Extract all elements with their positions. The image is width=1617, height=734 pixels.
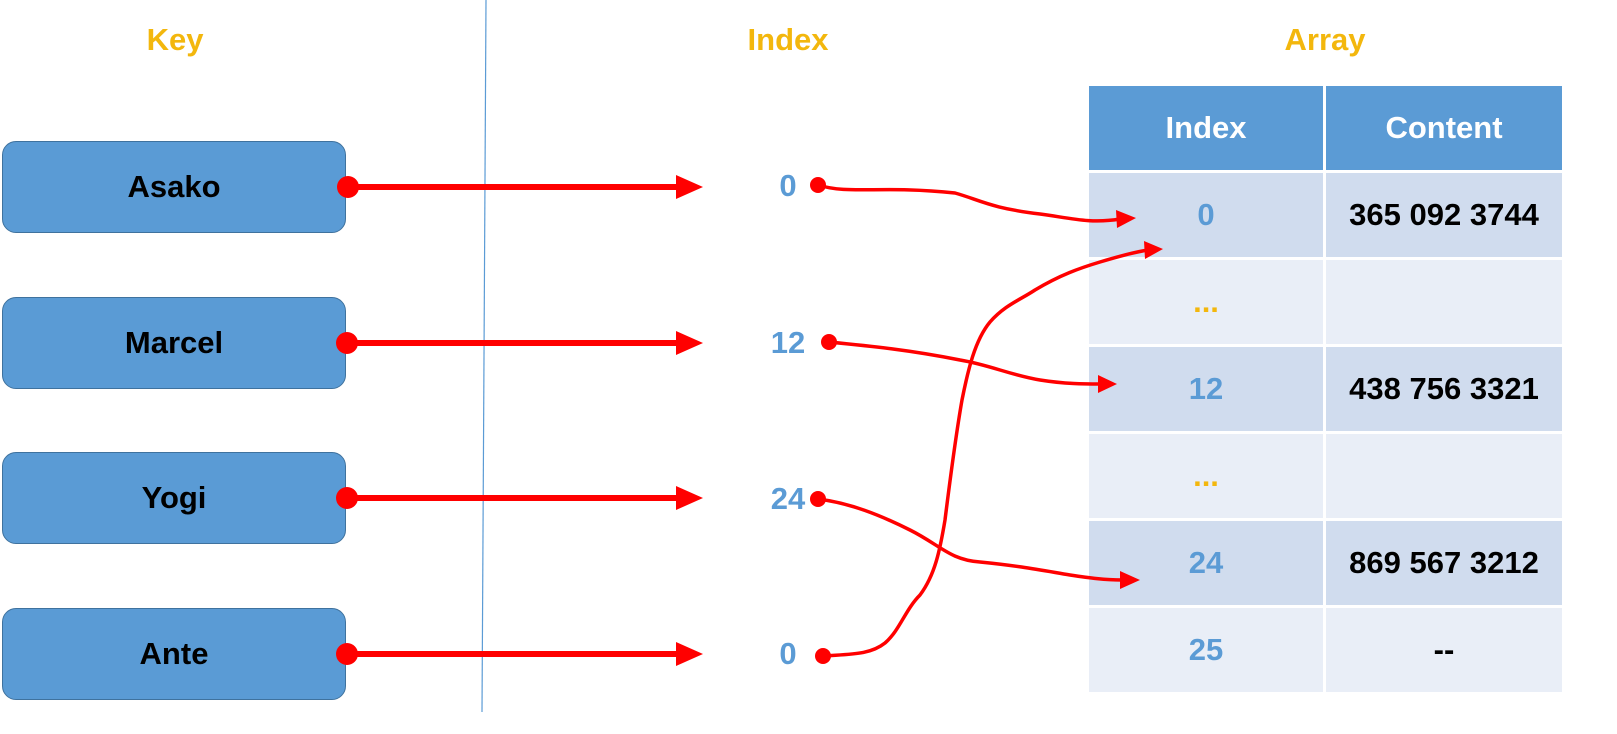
array-cell-content: 869 567 3212 <box>1326 518 1562 605</box>
array-cell-index: 24 <box>1089 518 1326 605</box>
key-arrow-asako <box>337 175 703 199</box>
hashed-index-ante: 0 <box>779 636 797 671</box>
key-arrow-marcel <box>336 331 703 355</box>
array-cell-index: 12 <box>1089 344 1326 431</box>
array-cell-content: -- <box>1326 605 1562 692</box>
hashed-index-yogi: 24 <box>770 481 806 516</box>
array-cell-index: 0 <box>1089 170 1326 257</box>
array-cell-index: ... <box>1089 431 1326 518</box>
array-cell-index: 25 <box>1089 605 1326 692</box>
array-row: 24 869 567 3212 <box>1089 518 1562 605</box>
array-cell-content <box>1326 431 1562 518</box>
array-row: 12 438 756 3321 <box>1089 344 1562 431</box>
array-row: 25 -- <box>1089 605 1562 692</box>
connector-asako-to-0 <box>810 177 1136 228</box>
array-row: ... <box>1089 257 1562 344</box>
array-cell-index: ... <box>1089 257 1326 344</box>
key-box-yogi: Yogi <box>2 452 346 544</box>
divider-line <box>481 0 487 713</box>
key-arrow-ante <box>336 642 703 666</box>
array-row: ... <box>1089 431 1562 518</box>
connector-yogi-to-24 <box>810 491 1140 589</box>
hashed-index-marcel: 12 <box>770 325 806 360</box>
array-cell-content <box>1326 257 1562 344</box>
array-cell-content: 365 092 3744 <box>1326 170 1562 257</box>
array-table: Index Content 0 365 092 3744 ... 12 438 … <box>1089 86 1562 692</box>
array-cell-content: 438 756 3321 <box>1326 344 1562 431</box>
index-heading: Index <box>747 22 829 57</box>
array-row: 0 365 092 3744 <box>1089 170 1562 257</box>
key-arrow-yogi <box>336 486 703 510</box>
array-header-content: Content <box>1326 86 1562 170</box>
array-header-row: Index Content <box>1089 86 1562 170</box>
connector-ante-to-0 <box>815 241 1163 664</box>
key-heading: Key <box>146 22 204 57</box>
array-heading: Array <box>1284 22 1366 57</box>
key-box-ante: Ante <box>2 608 346 700</box>
key-box-marcel: Marcel <box>2 297 346 389</box>
hashed-index-asako: 0 <box>779 168 797 203</box>
connector-marcel-to-12 <box>821 334 1117 393</box>
array-header-index: Index <box>1089 86 1326 170</box>
